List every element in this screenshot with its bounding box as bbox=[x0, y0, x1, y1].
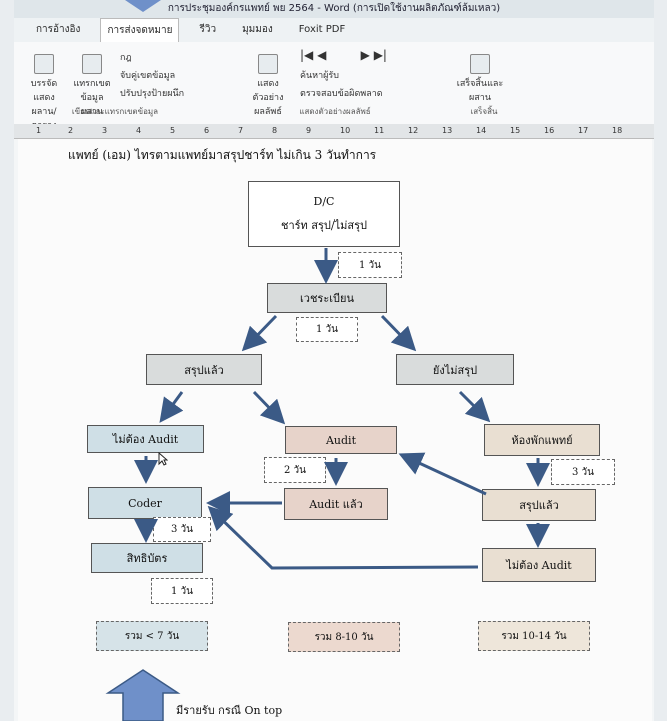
duration-tag: 1 วัน bbox=[151, 578, 213, 604]
duration-tag: 1 วัน bbox=[338, 252, 402, 278]
registry-box: เวชระเบียน bbox=[267, 283, 387, 313]
tab-mailings[interactable]: การส่งจดหมาย bbox=[100, 18, 180, 42]
update-labels-button[interactable]: ปรับปรุงป้ายผนึก bbox=[120, 86, 204, 100]
tab-view[interactable]: มุมมอง bbox=[242, 24, 273, 35]
summarized-right-box: สรุปแล้ว bbox=[482, 489, 596, 521]
rights-box: สิทธิบัตร bbox=[91, 543, 203, 573]
audited-box: Audit แล้ว bbox=[284, 488, 388, 520]
ruler-tick: 15 bbox=[510, 126, 521, 135]
dc-title: D/C bbox=[313, 194, 335, 208]
ruler-tick: 3 bbox=[102, 126, 108, 135]
ruler-tick: 4 bbox=[136, 126, 142, 135]
ribbon-group-label: แสดงตัวอย่างผลลัพธ์ bbox=[299, 107, 371, 116]
match-fields-button[interactable]: จับคู่เขตข้อมูล bbox=[120, 68, 204, 82]
doctor-room-box: ห้องพักแพทย์ bbox=[484, 424, 600, 456]
find-recipient-button[interactable]: ค้นหาผู้รับ bbox=[300, 68, 410, 82]
insert-merge-field-button[interactable]: แทรกเขต ข้อมูลผสาน bbox=[70, 54, 114, 118]
ruler-tick: 13 bbox=[442, 126, 453, 135]
total-mid: รวม 8-10 วัน bbox=[288, 622, 400, 652]
tab-review[interactable]: รีวิว bbox=[199, 24, 217, 35]
finish-merge-button[interactable]: เสร็จสิ้นและ ผสาน bbox=[450, 54, 510, 104]
ribbon: บรรจัดแสดง ผลาน/ตาราง แทรกเขต ข้อมูลผสาน… bbox=[14, 42, 654, 131]
find-recipient-label: ค้นหาผู้รับ bbox=[300, 71, 339, 81]
summarized-box: สรุปแล้ว bbox=[146, 354, 262, 385]
merge-field-icon bbox=[82, 54, 102, 74]
document-heading: แพทย์ (เอม) ไทรตามแพทย์มาสรุปชาร์ท ไม่เก… bbox=[68, 148, 377, 162]
dc-subtitle: ชาร์ท สรุป/ไม่สรุป bbox=[281, 218, 367, 232]
audit-box: Audit bbox=[285, 426, 397, 454]
ruler-tick: 5 bbox=[170, 126, 176, 135]
ruler-tick: 1 bbox=[36, 126, 42, 135]
check-errors-label: ตรวจสอบข้อผิดพลาด bbox=[300, 89, 383, 99]
nav-arrows-icon: |◀ ◀ ▶ ▶| bbox=[300, 48, 387, 62]
mouse-cursor-icon bbox=[158, 452, 168, 466]
ruler-tick: 14 bbox=[476, 126, 487, 135]
duration-tag: 1 วัน bbox=[296, 317, 358, 342]
insert-merge-field-label: แทรกเขต ข้อมูลผสาน bbox=[73, 79, 111, 117]
bottom-caption: มีรายรับ กรณี On top bbox=[176, 704, 283, 717]
ribbon-group-label: เสร็จสิ้น bbox=[470, 107, 498, 116]
total-left: รวม < 7 วัน bbox=[96, 621, 208, 651]
duration-tag: 3 วัน bbox=[551, 459, 615, 485]
ribbon-group-finish: เสร็จสิ้นและ ผสาน เสร็จสิ้น bbox=[444, 46, 524, 118]
ribbon-tabs: การอ้างอิง การส่งจดหมาย รีวิว มุมมอง Fox… bbox=[14, 18, 654, 42]
ruler-tick: 12 bbox=[408, 126, 419, 135]
ruler-tick: 17 bbox=[578, 126, 589, 135]
window-title: การประชุมองค์กรแพทย์ พย 2564 - Word (การ… bbox=[14, 0, 654, 18]
total-right: รวม 10-14 วัน bbox=[478, 621, 590, 651]
ribbon-group-label: เขียนและแทรกเขตข้อมูล bbox=[71, 107, 159, 116]
coder-box: Coder bbox=[88, 487, 202, 519]
tab-foxit-pdf[interactable]: Foxit PDF bbox=[298, 24, 346, 35]
highlight-fields-button[interactable]: บรรจัดแสดง ผลาน/ตาราง bbox=[22, 54, 66, 132]
ruler-tick: 7 bbox=[238, 126, 244, 135]
check-errors-button[interactable]: ตรวจสอบข้อผิดพลาด bbox=[300, 86, 420, 100]
finish-merge-icon bbox=[470, 54, 490, 74]
ruler-tick: 11 bbox=[374, 126, 385, 135]
update-labels-label: ปรับปรุงป้ายผนึก bbox=[120, 89, 185, 99]
fields-icon bbox=[34, 54, 54, 74]
ruler-tick: 2 bbox=[68, 126, 74, 135]
ruler-tick: 6 bbox=[204, 126, 210, 135]
preview-results-button[interactable]: แสดงตัวอย่าง ผลลัพธ์ bbox=[244, 54, 292, 118]
preview-icon bbox=[258, 54, 278, 74]
ruler: 1 2 3 4 5 6 7 8 9 10 11 12 13 14 15 16 1… bbox=[14, 124, 654, 139]
ribbon-group-fields: บรรจัดแสดง ผลาน/ตาราง แทรกเขต ข้อมูลผสาน… bbox=[20, 46, 210, 131]
dc-box: D/C ชาร์ท สรุป/ไม่สรุป bbox=[248, 181, 400, 247]
finish-merge-label: เสร็จสิ้นและ ผสาน bbox=[456, 79, 504, 103]
ruler-tick: 18 bbox=[612, 126, 623, 135]
rules-button[interactable]: กฎ bbox=[120, 50, 204, 64]
tab-references[interactable]: การอ้างอิง bbox=[36, 24, 81, 35]
record-navigation[interactable]: |◀ ◀ ▶ ▶| bbox=[300, 48, 410, 62]
ruler-tick: 9 bbox=[306, 126, 312, 135]
ribbon-group-preview: แสดงตัวอย่าง ผลลัพธ์ ค้นหาผู้รับ ตรวจสอบ… bbox=[240, 46, 430, 118]
no-audit-left-box: ไม่ต้อง Audit bbox=[87, 425, 204, 453]
match-fields-label: จับคู่เขตข้อมูล bbox=[120, 71, 176, 81]
no-audit-right-box: ไม่ต้อง Audit bbox=[482, 548, 596, 582]
duration-tag: 3 วัน bbox=[153, 517, 211, 542]
duration-tag: 2 วัน bbox=[264, 457, 326, 483]
ruler-tick: 16 bbox=[544, 126, 555, 135]
ruler-tick: 10 bbox=[340, 126, 351, 135]
preview-results-label: แสดงตัวอย่าง ผลลัพธ์ bbox=[252, 79, 284, 117]
ruler-tick: 8 bbox=[272, 126, 278, 135]
rules-label: กฎ bbox=[120, 53, 132, 63]
not-summarized-box: ยังไม่สรุป bbox=[396, 354, 514, 385]
